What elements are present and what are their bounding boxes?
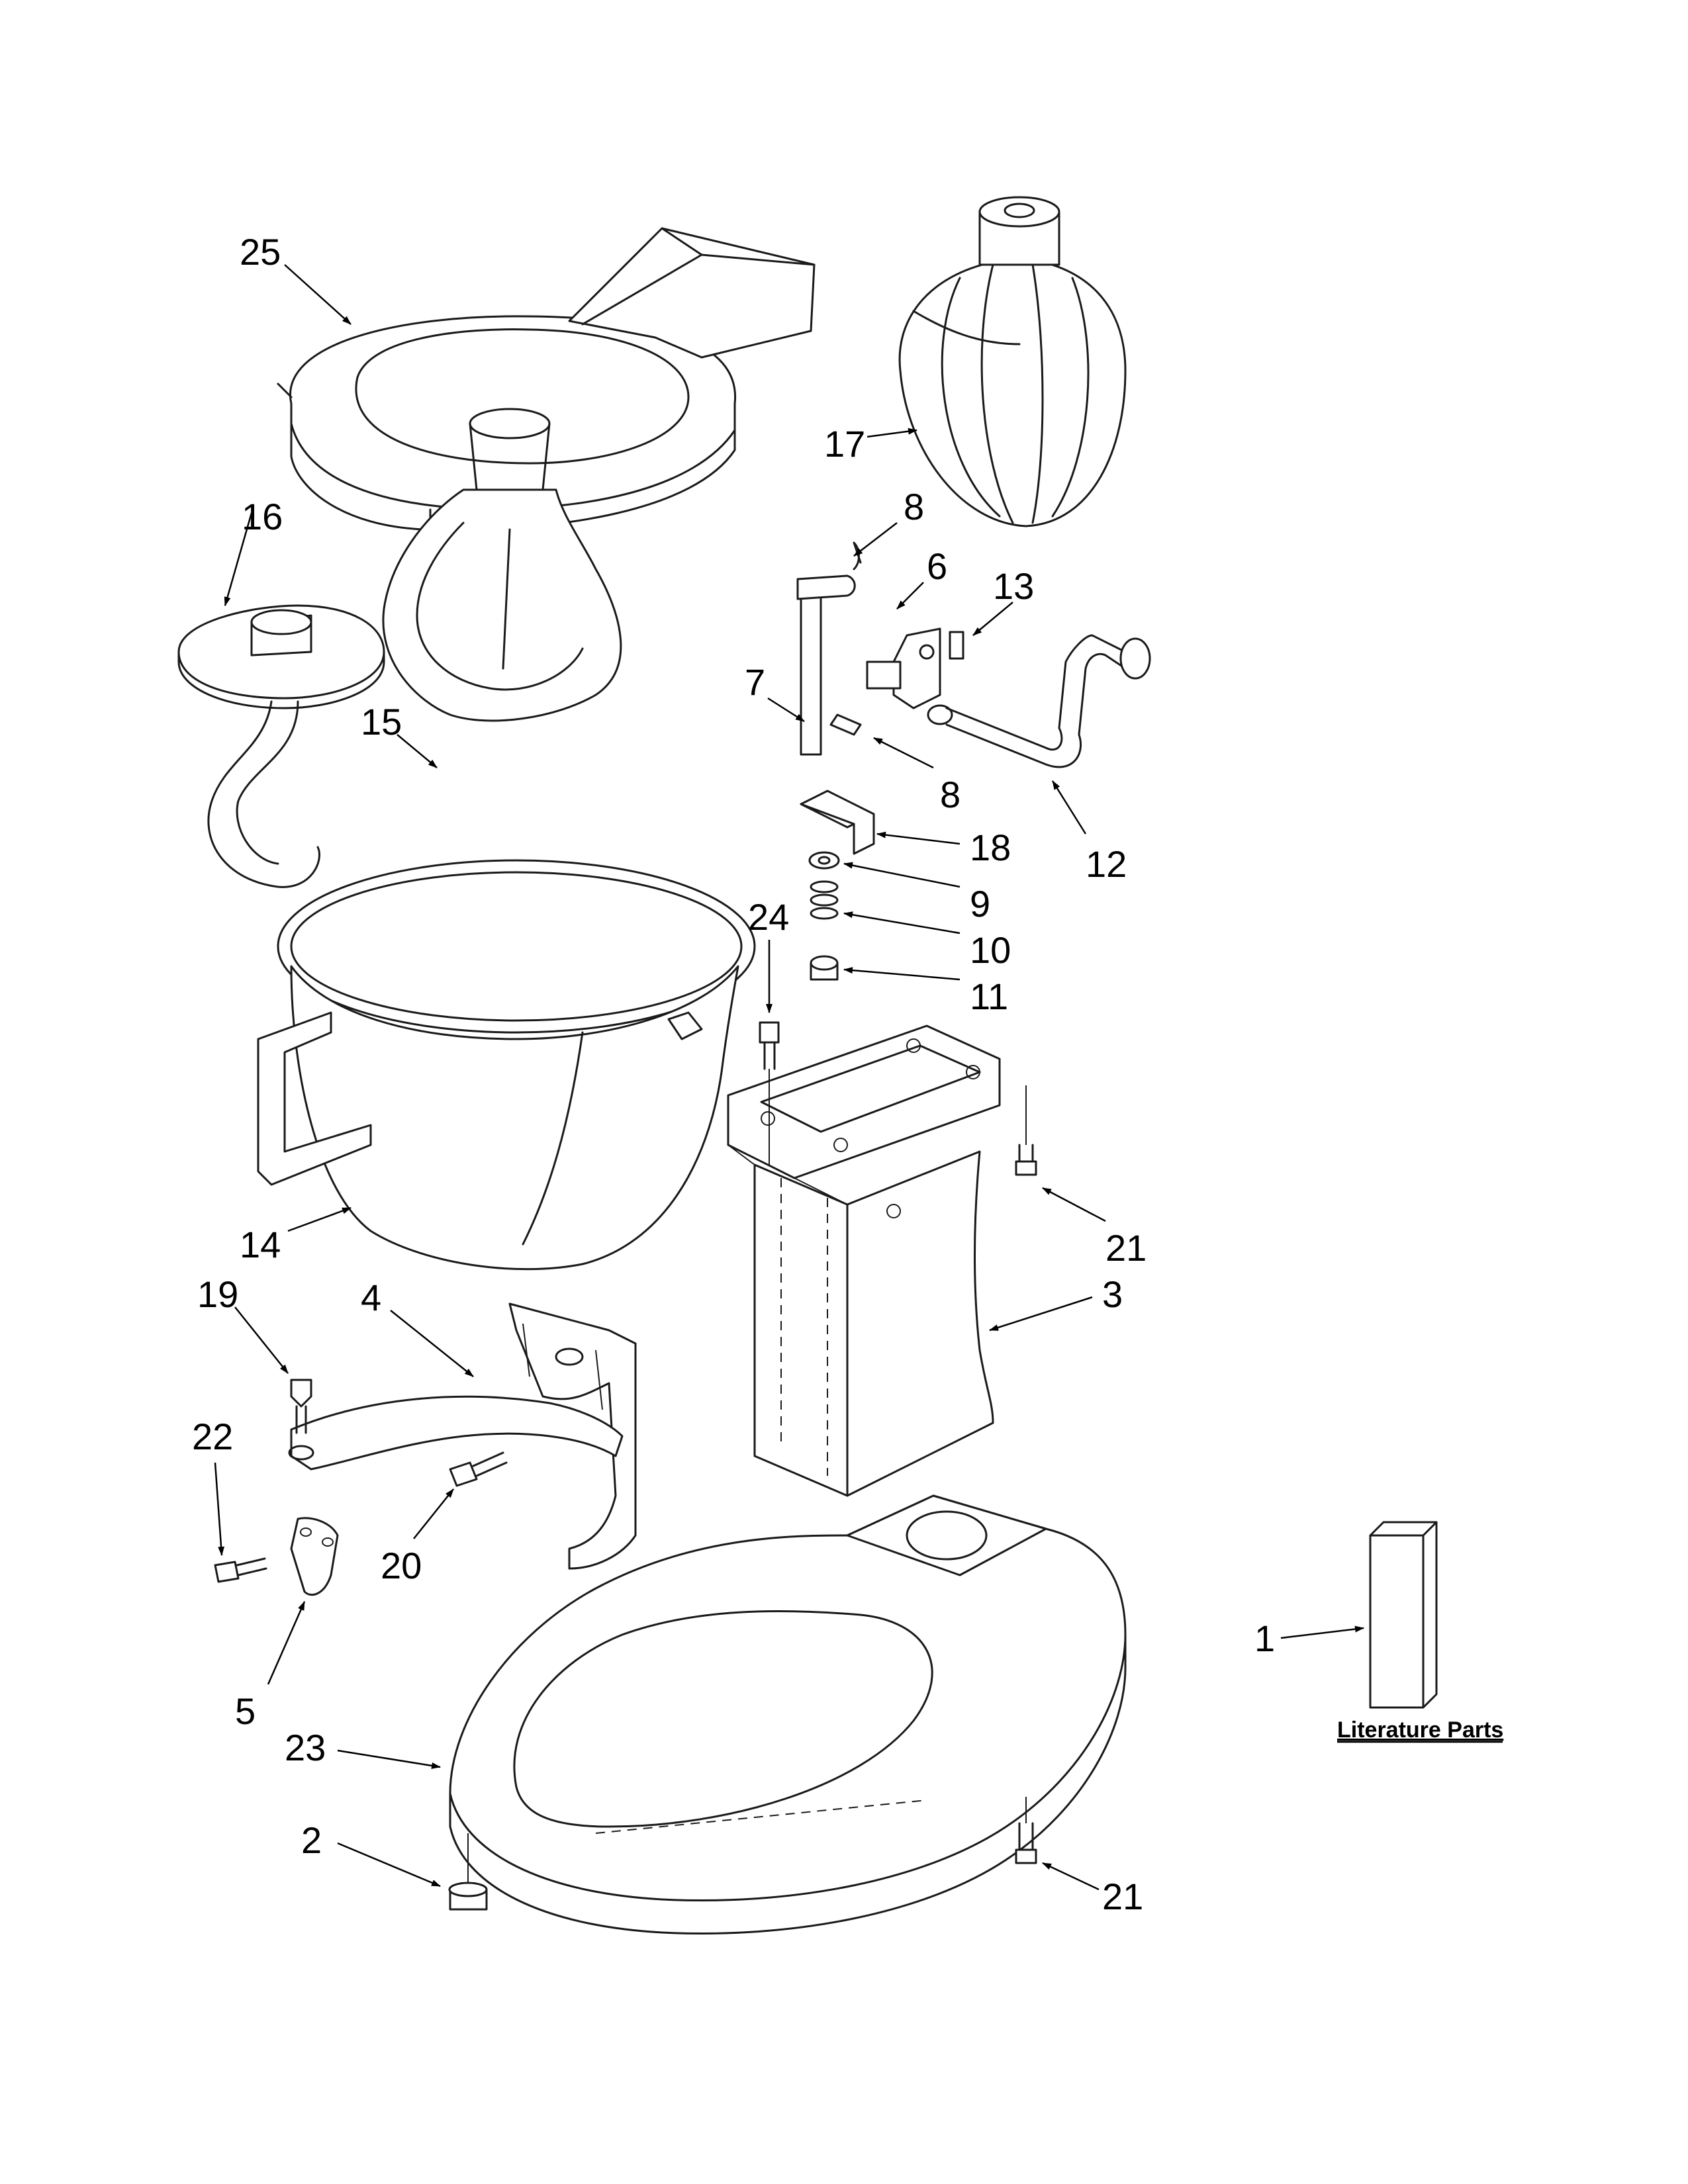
callout-23: 23 (285, 1727, 326, 1768)
dough-hook-drawing (177, 604, 385, 888)
callout-24: 24 (748, 896, 789, 938)
literature-parts-drawing (1369, 1521, 1438, 1709)
callout-14: 14 (240, 1224, 281, 1265)
screw-22-and-bracket-5-drawing (214, 1517, 339, 1596)
leader-lines (214, 264, 1364, 1891)
callout-21-lower: 21 (1102, 1876, 1143, 1917)
callout-20: 20 (381, 1545, 422, 1586)
callout-25: 25 (240, 231, 281, 273)
callout-15: 15 (361, 701, 402, 743)
bowl-support-drawing (288, 1302, 637, 1570)
callout-4: 4 (361, 1277, 381, 1318)
callout-13: 13 (993, 565, 1034, 607)
callout-labels: 25 17 8 6 13 7 8 12 18 9 10 11 24 21 3 1… (192, 231, 1503, 1917)
column-housing-drawing (727, 1024, 1001, 1497)
callout-8-upper: 8 (904, 486, 924, 527)
callout-18: 18 (970, 827, 1011, 868)
callout-12: 12 (1086, 843, 1127, 885)
callout-6: 6 (927, 545, 947, 587)
screw-21-upper-drawing (1015, 1085, 1037, 1176)
wire-whip-drawing (898, 196, 1127, 527)
callout-22: 22 (192, 1416, 233, 1457)
screw-24-drawing (759, 1021, 780, 1165)
flat-beater-drawing (382, 408, 622, 722)
small-hardware-drawing (800, 790, 875, 981)
foot-2-drawing (448, 1833, 488, 1911)
callout-11: 11 (970, 976, 1008, 1017)
callout-2: 2 (301, 1819, 322, 1861)
callout-8-lower: 8 (940, 774, 961, 815)
callout-1: 1 (1254, 1617, 1275, 1659)
screw-21-lower-drawing (1015, 1797, 1037, 1864)
callout-3: 3 (1102, 1273, 1123, 1315)
callout-17: 17 (824, 423, 865, 465)
screw-20-drawing (449, 1451, 508, 1487)
callout-10: 10 (970, 929, 1011, 971)
bowl-drawing (257, 859, 756, 1271)
stud-19-drawing (290, 1379, 312, 1434)
callout-9: 9 (970, 883, 990, 925)
bowl-lift-linkage-drawing (796, 541, 1151, 768)
callout-16: 16 (242, 496, 283, 537)
base-drawing (449, 1494, 1127, 1934)
literature-parts-label: Literature Parts (1337, 1717, 1503, 1743)
callout-5: 5 (235, 1690, 256, 1732)
callout-7: 7 (745, 661, 765, 703)
callout-19: 19 (197, 1273, 238, 1315)
callout-21-upper: 21 (1105, 1227, 1147, 1269)
